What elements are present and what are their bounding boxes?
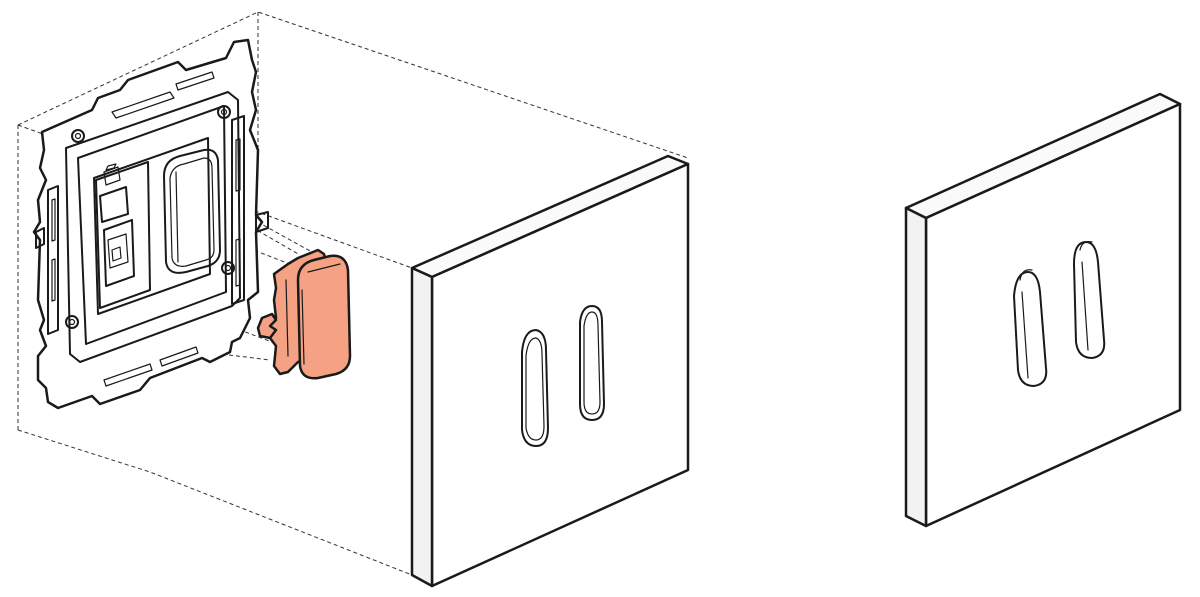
assembled-cover-icon	[904, 92, 1182, 528]
switch-mechanism-frame-icon	[32, 38, 269, 410]
double-rocker-cover-icon	[410, 154, 690, 588]
adapter-insert-icon	[256, 248, 352, 380]
